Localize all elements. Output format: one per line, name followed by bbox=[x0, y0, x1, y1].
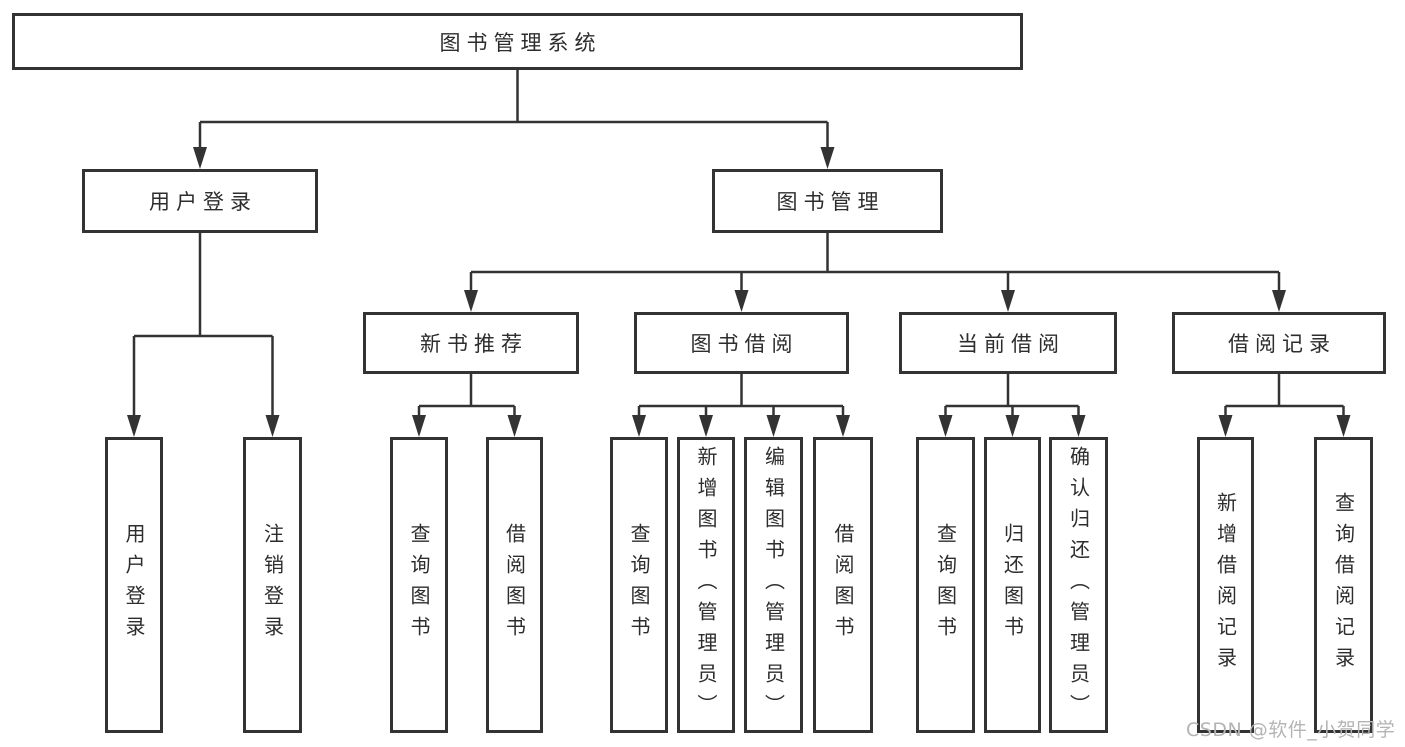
node-leaf-query-books-borrow: 查询图书 bbox=[610, 437, 668, 733]
node-leaf-query-borrow-record: 查询借阅记录 bbox=[1314, 437, 1373, 733]
connector-user-login-children bbox=[132, 233, 274, 433]
node-book-management: 图书管理 bbox=[712, 169, 943, 233]
node-root: 图书管理系统 bbox=[12, 13, 1023, 70]
node-borrow-records: 借阅记录 bbox=[1172, 312, 1386, 374]
node-user-login: 用户登录 bbox=[82, 169, 318, 233]
connector-book-borrow-children bbox=[637, 374, 845, 433]
node-leaf-borrow-books-recommend: 借阅图书 bbox=[486, 437, 543, 733]
node-current-borrow: 当前借阅 bbox=[899, 312, 1117, 374]
node-leaf-query-books-recommend: 查询图书 bbox=[390, 437, 448, 733]
node-leaf-add-borrow-record: 新增借阅记录 bbox=[1197, 437, 1254, 733]
node-leaf-confirm-return-admin: 确认归还（管理员） bbox=[1049, 437, 1108, 733]
node-leaf-add-book-admin: 新增图书（管理员） bbox=[677, 437, 735, 733]
arrowheads-new-book-children bbox=[412, 415, 522, 437]
node-leaf-return-book: 归还图书 bbox=[984, 437, 1041, 733]
node-new-book-recommend: 新书推荐 bbox=[363, 312, 579, 374]
arrowheads-level3 bbox=[464, 290, 1286, 312]
arrowheads-book-borrow-children bbox=[632, 415, 850, 437]
connector-borrow-record-children bbox=[1224, 374, 1345, 433]
arrowheads-level2 bbox=[193, 147, 835, 169]
arrowheads-user-login-children bbox=[127, 415, 280, 437]
watermark: CSDN @软件_小贺同学 bbox=[1186, 719, 1396, 741]
connector-book-management-to-level3 bbox=[469, 233, 1281, 308]
node-leaf-logout: 注销登录 bbox=[243, 437, 302, 733]
node-leaf-user-login: 用户登录 bbox=[105, 437, 163, 733]
connector-new-book-children bbox=[417, 374, 516, 433]
connector-root-to-level2 bbox=[198, 69, 829, 165]
node-leaf-query-books-current: 查询图书 bbox=[916, 437, 975, 733]
arrowheads-borrow-record-children bbox=[1218, 415, 1351, 437]
node-leaf-edit-book-admin: 编辑图书（管理员） bbox=[744, 437, 803, 733]
node-book-borrow: 图书借阅 bbox=[634, 312, 849, 374]
node-leaf-borrow-books: 借阅图书 bbox=[813, 437, 873, 733]
arrowheads-current-borrow-children bbox=[938, 415, 1086, 437]
